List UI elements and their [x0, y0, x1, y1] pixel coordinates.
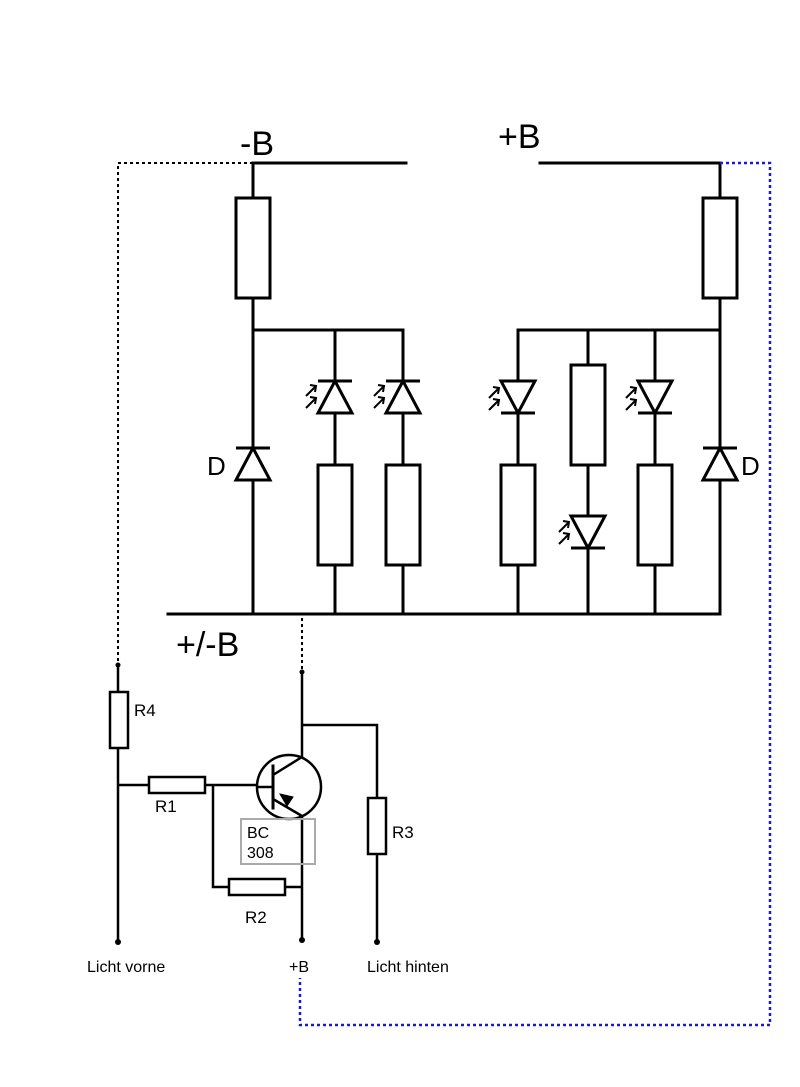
led-5-resistor [636, 463, 674, 567]
led-2-emission-arrows-icon [373, 384, 386, 409]
led-4-resistor [569, 363, 607, 467]
licht-vorne-label: Licht vorne [87, 959, 165, 976]
r2-resistor [227, 877, 287, 897]
transistor-bc308 [255, 670, 323, 821]
led-3-emission-arrows-icon [488, 386, 501, 411]
plus-minus-b-label: +/-B [176, 626, 239, 664]
left-diode-label: D [207, 451, 226, 481]
licht-hinten-label: Licht hinten [367, 959, 449, 976]
left-diode-d [233, 444, 273, 482]
transistor-label-line2: 308 [247, 845, 274, 862]
terminal-dot-collector-top [299, 669, 305, 675]
right-diode-label: D [741, 451, 760, 481]
collector-to-r3-wire [302, 723, 379, 942]
led-2-resistor [384, 463, 422, 567]
r2-label: R2 [245, 908, 267, 927]
led-2 [373, 377, 423, 415]
dotted-link-minus-b-to-r4 [117, 162, 253, 662]
plus-b-label: +B [498, 118, 541, 156]
dotted-link-plus-b-to-terminal [298, 161, 772, 1027]
led-1 [305, 377, 355, 415]
led-3 [488, 379, 538, 417]
minus-b-label: -B [240, 125, 274, 163]
terminal-dot-plus-b [299, 937, 305, 943]
led-4-emission-arrows-icon [558, 520, 571, 545]
r3-label: R3 [392, 823, 414, 842]
r4-resistor [108, 690, 130, 750]
right-series-resistor [701, 196, 739, 300]
transistor-label-line1: BC [247, 825, 269, 842]
r1-resistor [147, 775, 207, 795]
plus-b-terminal-label: +B [289, 959, 309, 976]
led-1-emission-arrows-icon [305, 384, 318, 409]
led-5 [625, 379, 675, 417]
r1-label: R1 [155, 797, 177, 816]
right-diode-d [700, 444, 740, 482]
transistor-label-box [240, 818, 316, 865]
led-5-emission-arrows-icon [625, 386, 638, 411]
terminal-dot-licht-hinten [374, 939, 380, 945]
led-4 [558, 514, 608, 552]
terminal-dot-licht-vorne [115, 939, 121, 945]
r4-label: R4 [134, 701, 156, 720]
r3-resistor [366, 796, 388, 856]
led-3-resistor [499, 463, 537, 567]
terminal-dot-r4-top [115, 662, 121, 668]
left-series-resistor [234, 196, 272, 300]
led-1-resistor [316, 463, 354, 567]
